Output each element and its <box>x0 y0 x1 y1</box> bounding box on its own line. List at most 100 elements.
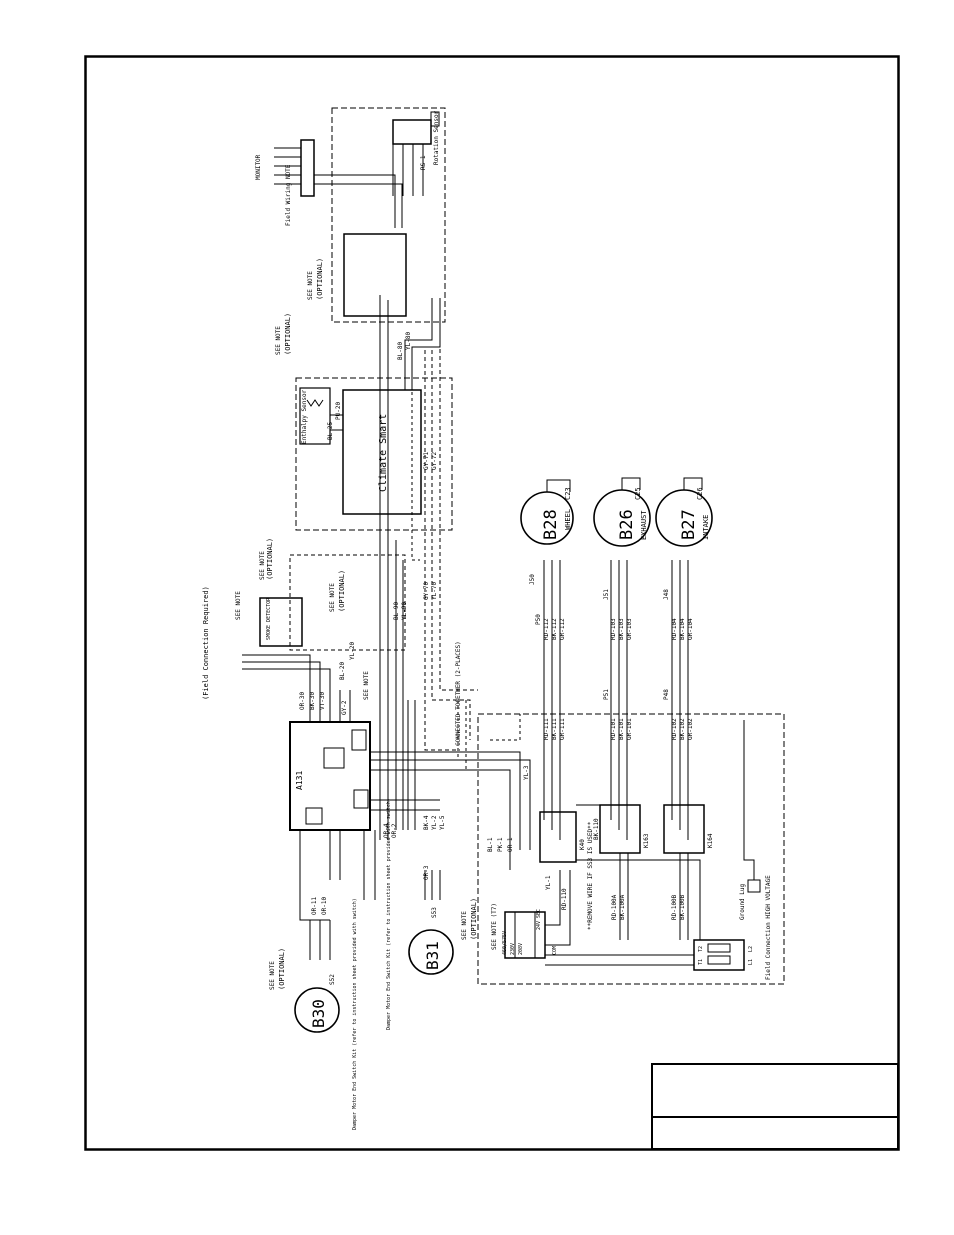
wire-bk-30: BK-30 <box>309 692 316 710</box>
relay-k164 <box>663 804 705 854</box>
climate-smart-enclosure <box>295 377 453 531</box>
wire-gy-2: GY-2 <box>341 700 348 715</box>
see-note-1: SEE NOTE <box>235 591 242 620</box>
wire-pu-20: PU-20 <box>335 402 342 420</box>
motor-b28-w3: GR-112 <box>559 618 566 640</box>
optional-4: (OPTIONAL) <box>284 313 292 355</box>
field-note: (Field Connection Required) <box>202 586 210 700</box>
wire-or-11: OR-11 <box>311 897 318 915</box>
optional-area-enclosure <box>289 554 406 651</box>
terminal-l1: L1 <box>748 959 754 965</box>
see-note-8: SEE NOTE <box>363 671 370 700</box>
wire-rd-100a: RD-100A <box>611 894 618 920</box>
wire-rd-110: RD-110 <box>561 888 568 910</box>
see-note-2: SEE NOTE <box>259 551 266 580</box>
climate-smart-board <box>342 389 422 515</box>
see-note-4: SEE NOTE <box>307 271 314 300</box>
connected-note: CONNECTED TOGETHER (2-PLACES) <box>455 641 462 746</box>
enthalpy-sensor-label: Enthalpy Sensor <box>301 389 308 444</box>
wire-yl-80: YL-80 <box>405 332 412 350</box>
controller-label: A131 <box>295 771 304 790</box>
wire-gy-72: GY-72 <box>431 452 438 470</box>
damper-b31-label: B31 <box>423 941 442 970</box>
optional-6: (OPTIONAL) <box>470 898 478 940</box>
terminal-l2: L2 <box>748 946 754 952</box>
motor-b28-plug: P50 <box>535 614 542 625</box>
wire-yl-70: YL-70 <box>431 582 438 600</box>
wire-bk-100b: BK-100B <box>679 894 686 920</box>
damper-b30-note: Damper Motor End Switch Kit (refer to in… <box>352 898 358 1130</box>
wire-yl-3: YL-3 <box>523 765 530 780</box>
motor-b26-w3: GR-103 <box>626 618 633 640</box>
motor-b28-w1: RD-112 <box>543 618 550 640</box>
wire-bl-20: BL-20 <box>339 662 346 680</box>
wire-pk-1: PK-1 <box>497 837 504 852</box>
wire-bk-101: BK-101 <box>618 718 625 740</box>
transformer-note: SEE NOTE (T7) <box>491 903 498 950</box>
wire-gr-102: GR-102 <box>687 718 694 740</box>
wire-or-30: OR-30 <box>299 692 306 710</box>
sheet-border <box>84 55 900 1151</box>
climate-smart-label: Climate Smart <box>378 414 389 492</box>
wire-yl-2: YL-2 <box>431 815 438 830</box>
rotation-sensor-label: Rotation Sensor <box>433 110 440 165</box>
wire-or-2: OR-2 <box>391 823 398 838</box>
wire-rd-102: RD-102 <box>671 718 678 740</box>
motor-b26-jack: J51 <box>603 589 610 600</box>
motor-b28-w2: BK-112 <box>551 618 558 640</box>
xfmr-v2: 230V <box>510 943 516 955</box>
wire-bk-100a: BK-100A <box>619 894 626 920</box>
see-note-6: SEE NOTE <box>269 961 276 990</box>
title-block <box>651 1063 899 1150</box>
wire-yl-1: YL-1 <box>545 875 552 890</box>
motor-b26-plug: P51 <box>603 689 610 700</box>
wire-rd-111: RD-111 <box>543 718 550 740</box>
damper-b30-label: B30 <box>309 999 328 1028</box>
damper-b30-switch: S52 <box>329 974 336 985</box>
wire-gy-70: GY-70 <box>423 582 430 600</box>
motor-b26-cap: C25 <box>634 487 642 500</box>
wire-gr-101: GR-101 <box>626 718 633 740</box>
motor-b27-plug: P48 <box>663 689 670 700</box>
main-power-enclosure <box>477 713 785 985</box>
xfmr-v3: 208V <box>518 943 524 955</box>
wire-bl-80: BL-80 <box>397 342 404 360</box>
optional-3: (OPTIONAL) <box>316 258 324 300</box>
wire-rd-101: RD-101 <box>610 718 617 740</box>
motor-b27-w3: GR-104 <box>687 618 694 640</box>
damper-b31-switch: S53 <box>431 907 438 918</box>
relay-k40-label: K40 <box>579 839 586 850</box>
motor-b27-w1: RD-104 <box>671 618 678 640</box>
relay-k40 <box>539 811 577 863</box>
motor-b26-name: EXHAUST <box>640 510 648 540</box>
wire-yl-5: YL-5 <box>439 815 446 830</box>
motor-b28-jack: J50 <box>529 574 536 585</box>
wire-bk-111: BK-111 <box>551 718 558 740</box>
ground-lug <box>747 879 761 893</box>
motor-b27-jack: J48 <box>663 589 670 600</box>
motor-b26-w1: RD-103 <box>610 618 617 640</box>
wire-vt-30: VT-30 <box>319 692 326 710</box>
wire-or-4: OR-4 <box>383 823 390 838</box>
motor-b28-label: B28 <box>541 509 561 540</box>
wire-yl-20: YL-20 <box>349 642 356 660</box>
smoke-detector-label: SMOKE DETECTOR <box>266 597 272 640</box>
see-note-7: SEE NOTE <box>461 911 468 940</box>
motor-b27-w2: BK-104 <box>679 618 686 640</box>
wire-bl-1: BL-1 <box>487 837 494 852</box>
xfmr-v4: 24V SEC <box>536 909 542 930</box>
transformer <box>504 911 546 959</box>
wire-or-10: OR-10 <box>321 897 328 915</box>
enthalpy-sensor-box <box>299 387 331 445</box>
wire-bl-25: BL-25 <box>327 422 334 440</box>
optional-5: (OPTIONAL) <box>278 948 286 990</box>
ground-lug-label: Ground Lug <box>739 883 746 920</box>
terminal-t1: T1 <box>698 959 704 965</box>
optional-2: (OPTIONAL) <box>338 570 346 612</box>
rotation-sensor <box>392 111 440 196</box>
monitor-label: MONITOR <box>255 154 262 180</box>
wire-bk-4: BK-4 <box>423 815 430 830</box>
wire-yl-90: YL-90 <box>401 602 408 620</box>
wire-or-1: OR-1 <box>507 837 514 852</box>
